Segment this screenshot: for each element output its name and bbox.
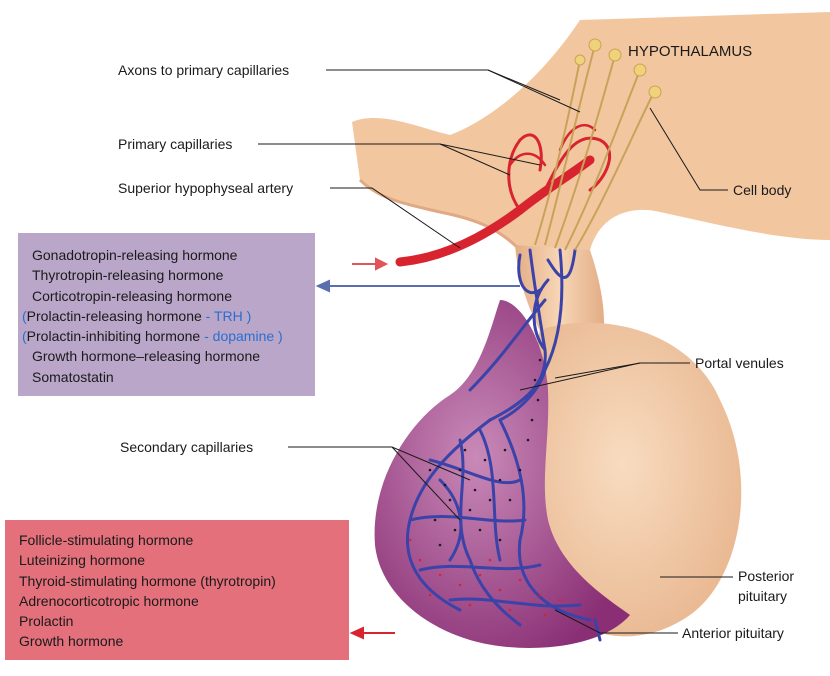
superior-artery-label: Superior hypophyseal artery bbox=[118, 180, 294, 196]
axons-label: Axons to primary capillaries bbox=[118, 62, 290, 78]
trh-annotation: - TRH ) bbox=[205, 307, 252, 324]
posterior-pituitary-label: Posterior pituitary bbox=[738, 568, 795, 604]
secondary-capillaries-label: Secondary capillaries bbox=[120, 439, 254, 455]
hormone-item: Somatostatin bbox=[32, 368, 114, 385]
posterior-pituitary-lobe bbox=[526, 322, 742, 637]
prolactin-releasing-row: (Prolactin-releasing hormone - TRH ) bbox=[22, 307, 252, 324]
hormone-item: Thyroid-stimulating hormone (thyrotropin… bbox=[19, 572, 276, 589]
primary-capillaries-label: Primary capillaries bbox=[118, 136, 233, 152]
hormone-item: Corticotropin-releasing hormone bbox=[32, 287, 232, 304]
leader-lines bbox=[258, 69, 733, 634]
cell-body-label: Cell body bbox=[733, 182, 792, 198]
hypothalamic-hormone-arrow bbox=[315, 279, 520, 293]
hormone-dots bbox=[428, 358, 542, 547]
prolactin-inhibiting-row: (Prolactin-inhibiting hormone - dopamine… bbox=[22, 328, 283, 345]
hormone-item: Growth hormone bbox=[19, 633, 124, 650]
neuron-axons bbox=[534, 44, 656, 251]
portal-vessels bbox=[405, 248, 602, 642]
dopamine-annotation: - dopamine ) bbox=[204, 328, 283, 345]
hormone-item: Prolactin bbox=[19, 613, 74, 630]
hormone-item: Luteinizing hormone bbox=[19, 552, 146, 569]
anterior-pituitary-hormones-box: Follicle-stimulating hormone Luteinizing… bbox=[5, 520, 349, 660]
hormone-item: Follicle-stimulating hormone bbox=[19, 532, 194, 548]
hypothalamus-label: HYPOTHALAMUS bbox=[628, 43, 753, 60]
cell-body-icon bbox=[574, 38, 662, 99]
portal-venules-label: Portal venules bbox=[695, 355, 784, 371]
artery-inflow-arrow bbox=[352, 257, 389, 271]
hormone-item: Growth hormone–releasing hormone bbox=[32, 348, 261, 365]
hypothalamic-hormones-box: Gonadotropin-releasing hormone Thyrotrop… bbox=[18, 233, 315, 396]
anterior-pituitary-lobe bbox=[374, 300, 630, 648]
hormone-item: Thyrotropin-releasing hormone bbox=[32, 267, 224, 284]
hormone-item: Gonadotropin-releasing hormone bbox=[32, 247, 238, 263]
anterior-pituitary-label: Anterior pituitary bbox=[682, 625, 784, 641]
anterior-hormone-arrow bbox=[349, 626, 395, 640]
hormone-item: Adrenocorticotropic hormone bbox=[19, 592, 199, 609]
